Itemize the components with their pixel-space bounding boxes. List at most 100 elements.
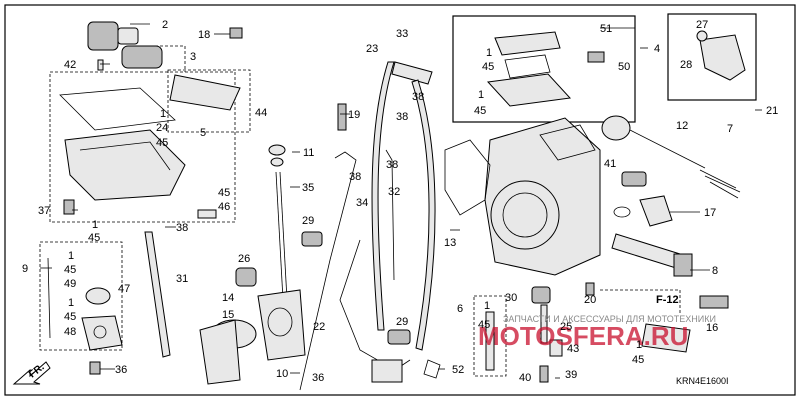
part-2-cap: [87, 21, 139, 51]
part-33-air-vent-tube: [391, 61, 436, 351]
part-37-drain-screw: [63, 199, 75, 215]
link-arm-box: [667, 13, 757, 101]
part-44-gasket-plate: [169, 74, 241, 111]
callout-label: 20: [584, 294, 596, 306]
callout-label: 45: [482, 61, 494, 73]
callout-label: 38: [412, 91, 424, 103]
part-31-hose: [144, 231, 171, 358]
callout-label: 51: [600, 23, 612, 35]
callout-label: 19: [348, 109, 360, 121]
part-24-float-gasket: [59, 87, 176, 131]
callout-label: 45: [64, 311, 76, 323]
callout-label: 45: [474, 105, 486, 117]
top-cover-box: [452, 15, 636, 123]
part-25-needle-jet: [540, 304, 548, 344]
callout-label: 42: [64, 59, 76, 71]
callout-label: 1: [68, 297, 74, 309]
part-39-screw: [539, 365, 549, 383]
gasket-set-box: [167, 69, 251, 133]
callout-label: 11: [303, 147, 314, 159]
callout-labels: 2 3 42 1 24 45 5 44 18 37 1 45 38 9 1 45…: [22, 19, 778, 384]
callout-label: 45: [632, 354, 644, 366]
callout-label: 18: [198, 29, 210, 41]
carburetor-body: [484, 117, 601, 276]
callout-label: 30: [505, 292, 517, 304]
callout-label: 50: [618, 61, 630, 73]
callout-label: 38: [396, 111, 408, 123]
callout-label: 34: [356, 197, 368, 209]
part-41-sensor: [621, 171, 647, 187]
callout-label: 32: [388, 186, 400, 198]
accelerator-pump-box: [39, 241, 123, 351]
callout-label: 12: [676, 120, 688, 132]
callout-label: 45: [88, 232, 100, 244]
float-chamber-box: [49, 71, 236, 223]
part-48-pump-cover: [81, 315, 123, 351]
callout-label: 29: [302, 215, 314, 227]
part-19-screw: [337, 103, 347, 131]
part-3-top-cap: [121, 45, 163, 69]
callout-label: 14: [222, 292, 234, 304]
callout-label: 24: [156, 122, 168, 134]
part-23-overflow-tube: [371, 61, 395, 331]
callout-label: 10: [276, 368, 288, 380]
callout-label: 1: [486, 47, 492, 59]
part-52-clamp: [423, 359, 441, 379]
front-direction-arrow: FR.: [12, 361, 51, 385]
part-26-holder: [235, 267, 257, 287]
callout-label: 43: [567, 343, 579, 355]
callout-label: 1: [160, 108, 166, 120]
callout-label: 38: [349, 171, 361, 183]
callout-label: 16: [706, 322, 718, 334]
callout-label: 38: [176, 222, 188, 234]
part-29-clip-left: [301, 231, 323, 247]
callout-label: 35: [302, 182, 314, 194]
part-16-hot-start-valve: [641, 295, 729, 353]
callout-label: 17: [704, 207, 716, 219]
callout-label: 4: [654, 43, 660, 55]
part-18-bolt: [229, 27, 243, 39]
callout-label: 52: [452, 364, 464, 376]
diagram-frame: [4, 4, 796, 396]
callout-label: 1: [92, 219, 98, 231]
callout-label: 40: [519, 372, 531, 384]
callout-label: 37: [38, 205, 50, 217]
part-47-pump-diaphragm: [85, 287, 111, 305]
callout-label: 45: [156, 137, 168, 149]
leader-box-3: [130, 45, 186, 72]
callout-label: 36: [115, 364, 127, 376]
callout-label: 21: [766, 105, 778, 117]
part-30-jet-holder: [531, 286, 551, 304]
callout-label: 47: [118, 283, 130, 295]
callout-label: 28: [680, 59, 692, 71]
part-10-throttle-cable-bracket: [339, 239, 411, 383]
callout-label: 39: [565, 369, 577, 381]
callout-label: 48: [64, 326, 76, 338]
callout-label: 15: [222, 309, 234, 321]
part-27-washer: [696, 30, 708, 42]
callout-label: 26: [238, 253, 250, 265]
callout-label: 1: [478, 89, 484, 101]
part-13-throttle-linkage: [444, 139, 491, 216]
callout-label: 9: [22, 263, 28, 275]
part-29-clip-right: [387, 329, 411, 345]
part-14-cover: [199, 319, 241, 385]
diagram-code: KRN4E1600I: [676, 376, 729, 386]
callout-label: 31: [176, 273, 188, 285]
part-28-link-arm: [699, 34, 746, 81]
part-6-main-jet: [485, 311, 495, 371]
jet-set-box: [473, 295, 507, 377]
callout-label: 1: [636, 339, 642, 351]
part-11-throttle-stop: [268, 144, 286, 167]
callout-label: 6: [457, 303, 463, 315]
callout-label: 38: [386, 159, 398, 171]
leader-lines: [40, 23, 762, 379]
part-42-screw: [97, 59, 104, 71]
part-9-pump-rod: [47, 257, 51, 339]
part-5-float-chamber: [64, 129, 186, 201]
part-51-top-cover: [494, 31, 561, 56]
callout-label: 22: [313, 321, 325, 333]
callout-label: 27: [696, 19, 708, 31]
callout-label: 36: [312, 372, 324, 384]
